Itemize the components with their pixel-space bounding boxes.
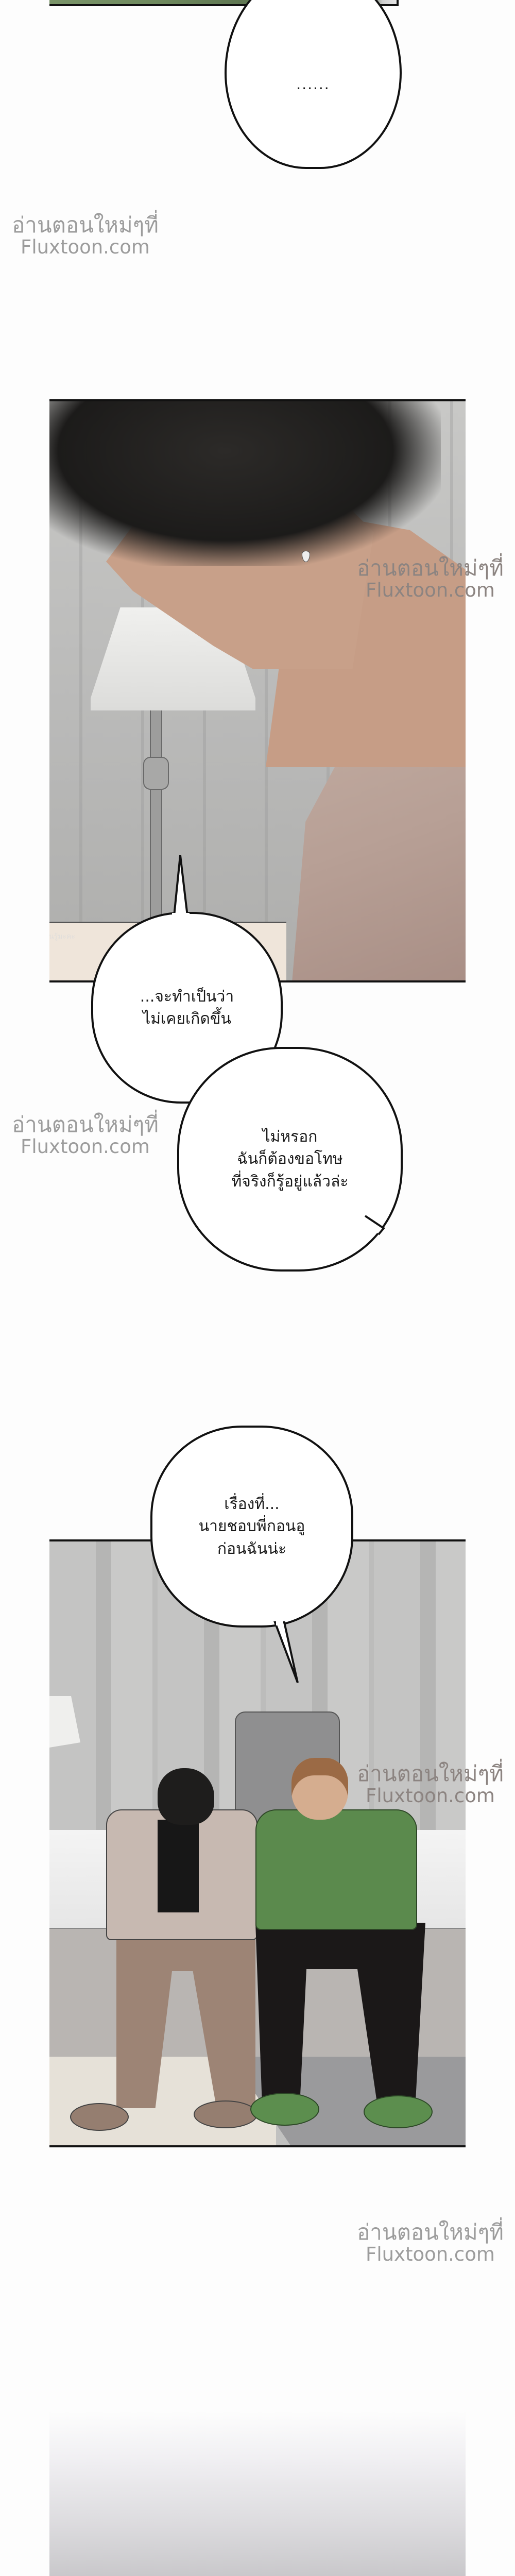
- bubble-2-tail: [172, 855, 190, 917]
- lamp-knob: [143, 757, 169, 790]
- watermark-site-text: Fluxtoon.com: [366, 2243, 495, 2266]
- lamp-pole: [150, 710, 162, 927]
- watermark-site-text: Fluxtoon.com: [366, 1785, 495, 1807]
- comic-panel-2: อามาไม่มีอ่านรู้มะคะ: [49, 399, 466, 982]
- watermark-thai-text: อ่านตอนใหม่ๆที่: [357, 2219, 504, 2245]
- watermark-thai-text: อ่านตอนใหม่ๆที่: [12, 212, 159, 238]
- speech-bubble-4: เรื่องที่... นายชอบพี่กอนอู ก่อนฉันน่ะ: [150, 1426, 353, 1628]
- bubble-1-line-1: ......: [296, 75, 330, 93]
- speech-bubble-1: ......: [225, 0, 402, 169]
- watermark-site-text: Fluxtoon.com: [366, 579, 495, 602]
- bubble-3-line-3: ที่จริงก็รู้อยู่แล้วล่ะ: [231, 1172, 349, 1191]
- left-character-tshirt: [158, 1820, 199, 1912]
- site-watermark-2: อ่านตอนใหม่ๆที่ Fluxtoon.com: [354, 556, 506, 601]
- watermark-thai-text: อ่านตอนใหม่ๆที่: [357, 1761, 504, 1786]
- faint-watermark: อามาไม่มีอ่านรู้มะคะ: [49, 933, 75, 941]
- right-character-green-shirt: [255, 1809, 417, 1930]
- bubble-4-line-1: เรื่องที่...: [224, 1495, 280, 1513]
- bubble-3-tail: [364, 1215, 385, 1235]
- bubble-4-line-2: นายชอบพี่กอนอู: [198, 1517, 305, 1536]
- site-watermark-5: อ่านตอนใหม่ๆที่ Fluxtoon.com: [354, 2219, 506, 2266]
- comic-panel-4-gradient: [49, 2411, 466, 2576]
- site-watermark-1: อ่านตอนใหม่ๆที่ Fluxtoon.com: [9, 213, 161, 258]
- left-character-slipper: [70, 2103, 129, 2131]
- left-character-slipper: [194, 2100, 258, 2128]
- bubble-4-line-3: ก่อนฉันน่ะ: [217, 1539, 287, 1558]
- character-hair: [49, 401, 441, 566]
- bubble-4-tail: [273, 1620, 299, 1683]
- watermark-site-text: Fluxtoon.com: [21, 1136, 150, 1158]
- site-watermark-4: อ่านตอนใหม่ๆที่ Fluxtoon.com: [354, 1761, 506, 1807]
- bubble-3-line-2: ฉันก็ต้องขอโทษ: [237, 1150, 343, 1168]
- watermark-site-text: Fluxtoon.com: [21, 236, 150, 259]
- sweat-drop-icon: [302, 551, 310, 562]
- bubble-2-line-2: ไม่เคยเกิดขึ้น: [143, 1010, 231, 1028]
- watermark-thai-text: อ่านตอนใหม่ๆที่: [357, 555, 504, 581]
- watermark-thai-text: อ่านตอนใหม่ๆที่: [12, 1112, 159, 1137]
- comic-panel-3: [49, 1539, 466, 2147]
- bubble-2-line-1: ...จะทำเป็นว่า: [140, 987, 234, 1006]
- bubble-3-line-1: ไม่หรอก: [262, 1127, 318, 1146]
- right-character-slipper: [250, 2093, 319, 2126]
- right-character-slipper: [364, 2095, 433, 2128]
- site-watermark-3: อ่านตอนใหม่ๆที่ Fluxtoon.com: [9, 1112, 161, 1158]
- speech-bubble-3: ไม่หรอก ฉันก็ต้องขอโทษ ที่จริงก็รู้อยู่แ…: [177, 1047, 403, 1272]
- left-character-head: [158, 1768, 214, 1825]
- right-character-head: [291, 1758, 348, 1820]
